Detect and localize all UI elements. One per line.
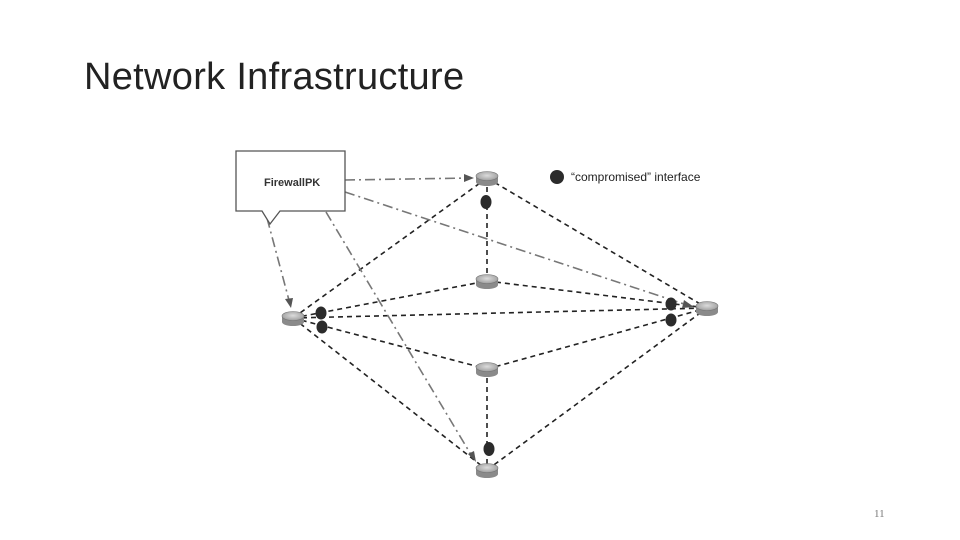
control-link-to-router-top — [344, 177, 471, 181]
router-lower — [475, 362, 499, 377]
compromised-interface-right-1 — [665, 297, 677, 311]
router-right — [695, 301, 719, 316]
legend-compromised-marker — [550, 170, 564, 184]
arrowhead-router-right — [682, 300, 694, 308]
legend-label: “compromised” interface — [571, 170, 701, 184]
network-links — [292, 177, 708, 471]
firewall-callout-box — [235, 150, 346, 226]
firewall-callout: FirewallPK — [235, 150, 346, 226]
router-left — [281, 311, 305, 326]
router-bottom — [475, 463, 499, 478]
arrowhead-router-bottom — [468, 451, 476, 462]
firewall-callout-label: FirewallPK — [264, 177, 320, 189]
slide-title: Network Infrastructure — [84, 56, 465, 98]
control-link-to-router-left — [266, 217, 291, 305]
compromised-interface-left-2 — [316, 320, 328, 334]
arrowhead-router-left — [285, 298, 293, 308]
router-middle — [475, 274, 499, 289]
link-router-left-router-bottom — [292, 317, 488, 471]
compromised-interface-left-1 — [315, 306, 327, 320]
control-link-to-router-bottom — [325, 211, 474, 459]
link-router-top-router-right — [486, 177, 708, 309]
link-router-left-router-lower — [292, 317, 488, 370]
compromised-interfaces — [315, 195, 677, 456]
link-router-top-router-left — [292, 177, 488, 319]
compromised-interface-right-2 — [665, 313, 677, 327]
control-link-to-router-right — [344, 191, 691, 307]
page-number: 11 — [874, 508, 885, 520]
firewall-control-links — [266, 177, 691, 459]
routers — [281, 171, 719, 478]
link-router-left-router-right — [292, 307, 708, 319]
link-router-left-router-middle — [292, 280, 488, 319]
link-router-bottom-router-right — [486, 307, 708, 471]
control-arrowheads — [285, 174, 694, 462]
compromised-interface-top — [480, 195, 492, 209]
router-top — [475, 171, 499, 186]
legend: “compromised” interface — [550, 170, 701, 184]
arrowhead-router-top — [464, 174, 474, 182]
compromised-interface-bottom — [483, 442, 495, 456]
